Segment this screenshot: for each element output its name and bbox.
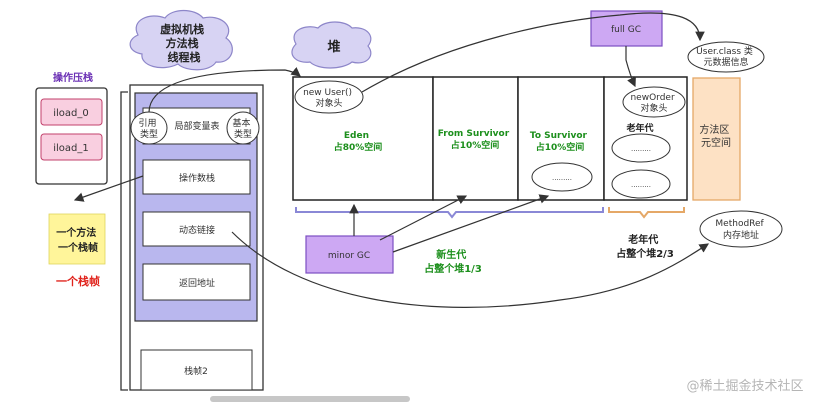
eden-title: Eden	[344, 131, 369, 141]
svg-text:To Survivor 占10%空间: To Survivor 占10%空间	[530, 131, 590, 153]
eden-percent: 占80%空间	[334, 141, 383, 153]
old-gen-label: 老年代	[625, 122, 653, 134]
old-gen-brace	[608, 207, 685, 219]
return-address-label: 返回地址	[179, 277, 215, 289]
vm-stack-line2: 方法栈	[166, 36, 199, 50]
svg-text:基本 类型: 基本 类型	[233, 117, 254, 140]
to-survivor-oval	[531, 162, 593, 192]
heap-label: 堆	[327, 39, 340, 55]
arrow-minorgc-from	[379, 195, 468, 241]
svg-text:方法区 元空间: 方法区 元空间	[699, 123, 732, 149]
young-gen-line1: 新生代	[436, 248, 466, 261]
svg-text:Eden 占80%空间: Eden 占80%空间	[334, 131, 383, 153]
svg-text:newOrder 对象头: newOrder 对象头	[630, 93, 677, 114]
to-survivor-percent: 占10%空间	[536, 141, 585, 153]
svg-text:new User() 对象头: new User() 对象头	[303, 88, 355, 109]
stack-bracket	[120, 91, 128, 391]
arrow-ref-newuser	[148, 67, 301, 113]
new-order-line2: 对象头	[640, 102, 667, 114]
operand-item-1	[40, 133, 103, 161]
dynamic-link	[142, 211, 251, 247]
arrow-newuser-class	[361, 12, 705, 93]
method-area-line2: 元空间	[701, 136, 731, 149]
horizontal-scrollbar[interactable]	[210, 396, 410, 402]
young-gen-brace	[295, 207, 604, 219]
operand-item-0	[40, 98, 103, 126]
ref-type-line1: 引用	[139, 118, 157, 129]
method-ref-line2: 内存地址	[723, 229, 759, 241]
new-order-oval	[622, 86, 686, 118]
heap-cloud: 堆	[291, 21, 372, 69]
new-user-oval	[294, 80, 364, 114]
svg-text:一个方法 一个栈帧: 一个方法 一个栈帧	[56, 226, 99, 254]
svg-text:From Survivor 占10%空间: From Survivor 占10%空间	[438, 129, 513, 151]
old-gen-brace-line2: 占整个堆2/3	[616, 247, 674, 260]
method-ref-oval	[699, 210, 783, 248]
frame-operand-stack-label: 操作数栈	[179, 172, 215, 184]
note-line2: 一个栈帧	[58, 241, 98, 254]
ref-type-line2: 类型	[140, 128, 158, 140]
vm-stack-line3: 线程栈	[168, 50, 201, 64]
method-area-line1: 方法区	[699, 123, 729, 136]
minor-gc-label: minor GC	[328, 251, 370, 261]
vm-stack-line1: 虚拟机栈	[160, 22, 204, 36]
old-gen-oval-1	[611, 133, 671, 163]
new-order-line1: newOrder	[630, 93, 674, 103]
svg-text:User.class 类 元数据信息: User.class 类 元数据信息	[696, 45, 756, 68]
arrow-minorgc-to	[392, 194, 550, 253]
old-gen-brace-line1: 老年代	[627, 233, 658, 246]
minor-gc-box	[305, 235, 394, 274]
connector-arrows	[73, 12, 710, 308]
to-survivor-oval-text: .........	[552, 174, 572, 182]
from-survivor-title: From Survivor	[438, 129, 510, 139]
sticky-note	[48, 213, 106, 265]
user-class-oval	[687, 41, 765, 73]
old-gen-oval-1-text: .........	[631, 145, 651, 153]
operand-item-1-label: iload_1	[53, 143, 89, 154]
dynamic-link-label: 动态链接	[179, 224, 215, 236]
new-user-line1: new User()	[303, 88, 352, 98]
stack-frame-2-label: 栈帧2	[184, 365, 208, 377]
to-survivor-title: To Survivor	[530, 131, 588, 141]
svg-text:引用 类型: 引用 类型	[139, 118, 160, 140]
note-line1: 一个方法	[56, 226, 96, 239]
arrow-dynlink-methodref	[231, 231, 710, 308]
basic-type-oval	[226, 111, 260, 145]
local-var-table-label: 局部变量表	[174, 120, 219, 132]
svg-text:MethodRef 内存地址: MethodRef 内存地址	[715, 219, 766, 241]
method-ref-line1: MethodRef	[715, 219, 764, 229]
return-address	[142, 263, 251, 301]
new-user-line2: 对象头	[315, 97, 342, 109]
svg-text:虚拟机栈 方法栈 线程栈: 虚拟机栈 方法栈 线程栈	[160, 22, 208, 64]
from-survivor-percent: 占10%空间	[451, 139, 500, 151]
arrow-operand	[73, 175, 144, 202]
watermark: @稀土掘金技术社区	[686, 378, 803, 394]
stack-frame-2	[140, 349, 253, 391]
basic-type-line2: 类型	[234, 128, 252, 140]
operand-stack-title: 操作压栈	[53, 71, 93, 84]
old-gen-oval-2-text: .........	[631, 181, 651, 189]
old-gen-oval-2	[611, 169, 671, 199]
svg-text:老年代 占整个堆2/3: 老年代 占整个堆2/3	[616, 233, 674, 260]
svg-text:新生代 占整个堆1/3: 新生代 占整个堆1/3	[424, 248, 482, 275]
frame-operand-stack	[142, 159, 251, 195]
one-frame-label: 一个栈帧	[56, 274, 100, 288]
user-class-line2: 元数据信息	[703, 56, 748, 68]
young-gen-line2: 占整个堆1/3	[424, 262, 482, 275]
method-area	[692, 77, 741, 201]
vm-stack-cloud: 虚拟机栈 方法栈 线程栈	[129, 9, 233, 71]
basic-type-line1: 基本	[233, 117, 251, 129]
operand-item-0-label: iload_0	[53, 108, 89, 119]
arrow-fullgc-old	[625, 46, 636, 88]
user-class-line1: User.class 类	[696, 45, 753, 57]
from-survivor-region	[432, 76, 519, 201]
full-gc-label: full GC	[611, 25, 641, 35]
